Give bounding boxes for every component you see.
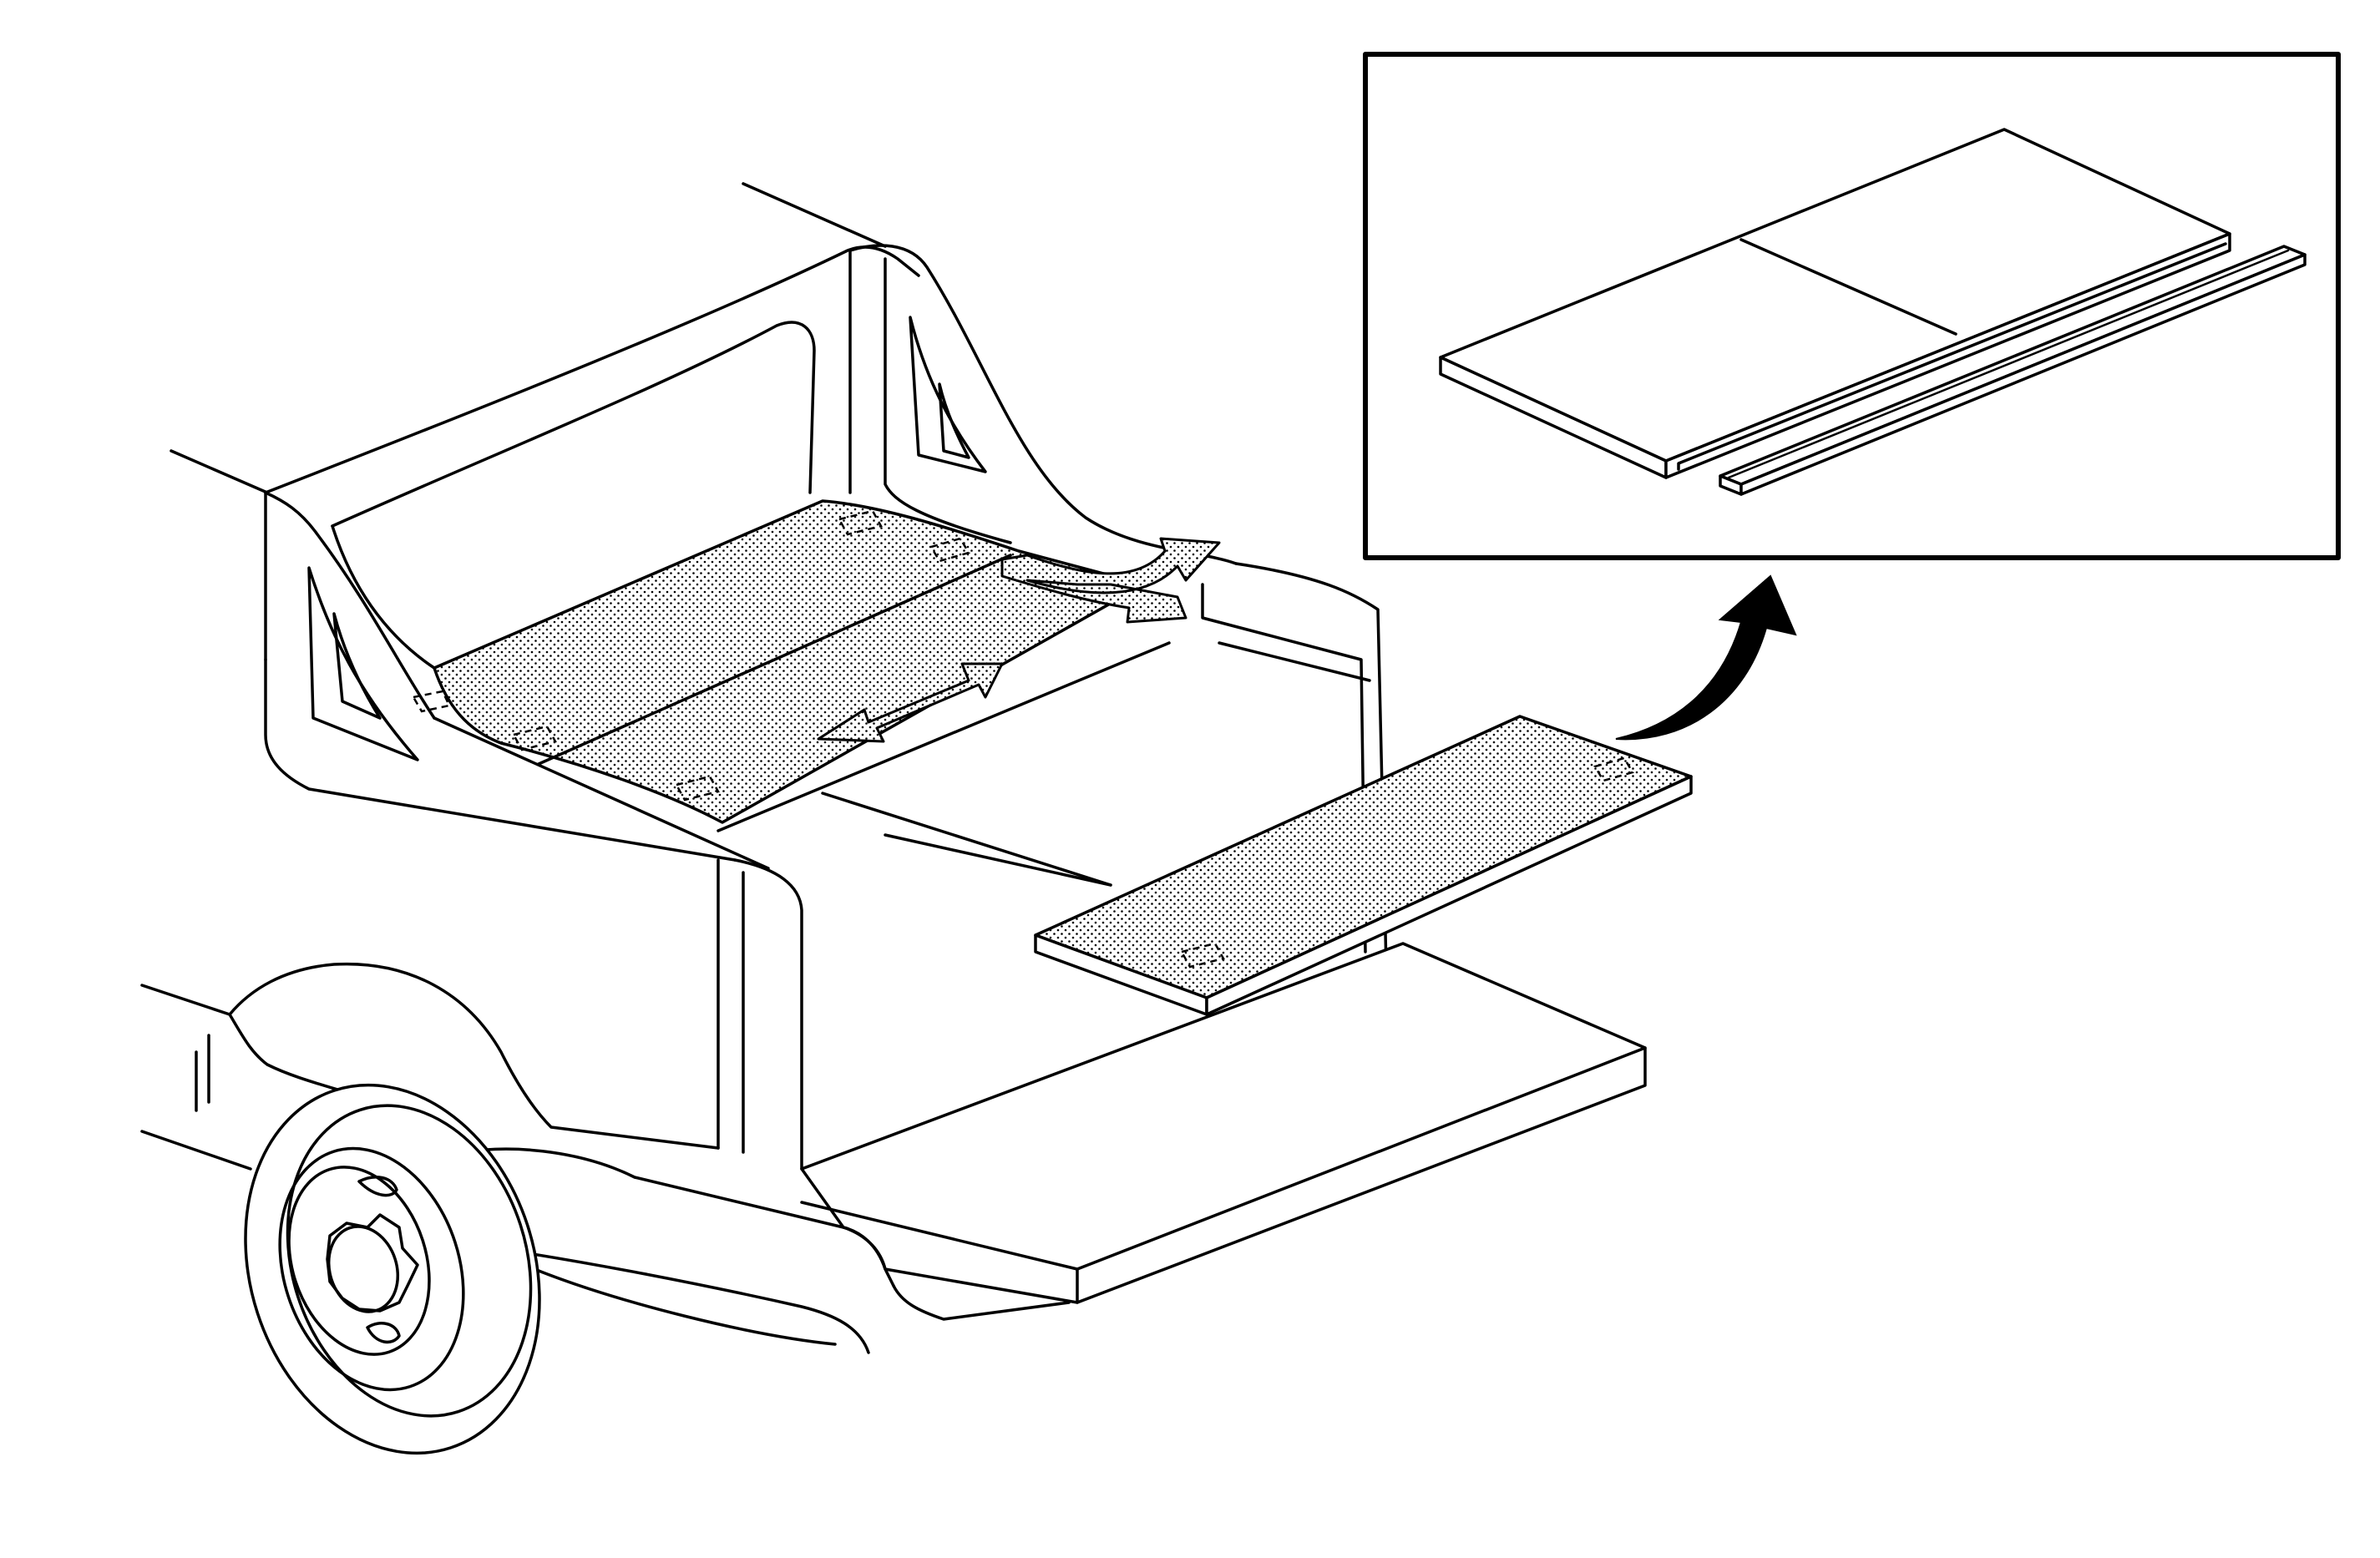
slide-arrow-icon	[817, 662, 1004, 743]
lift-arrow-icon	[1000, 537, 1221, 624]
rear-wheel	[244, 1083, 541, 1455]
bed-floor-panels	[412, 499, 1146, 824]
detail-inset	[1363, 52, 2341, 560]
detail-arrow-icon	[1615, 574, 1797, 741]
truck-body	[140, 182, 1647, 1354]
removed-floor-panel	[1034, 715, 1693, 1016]
